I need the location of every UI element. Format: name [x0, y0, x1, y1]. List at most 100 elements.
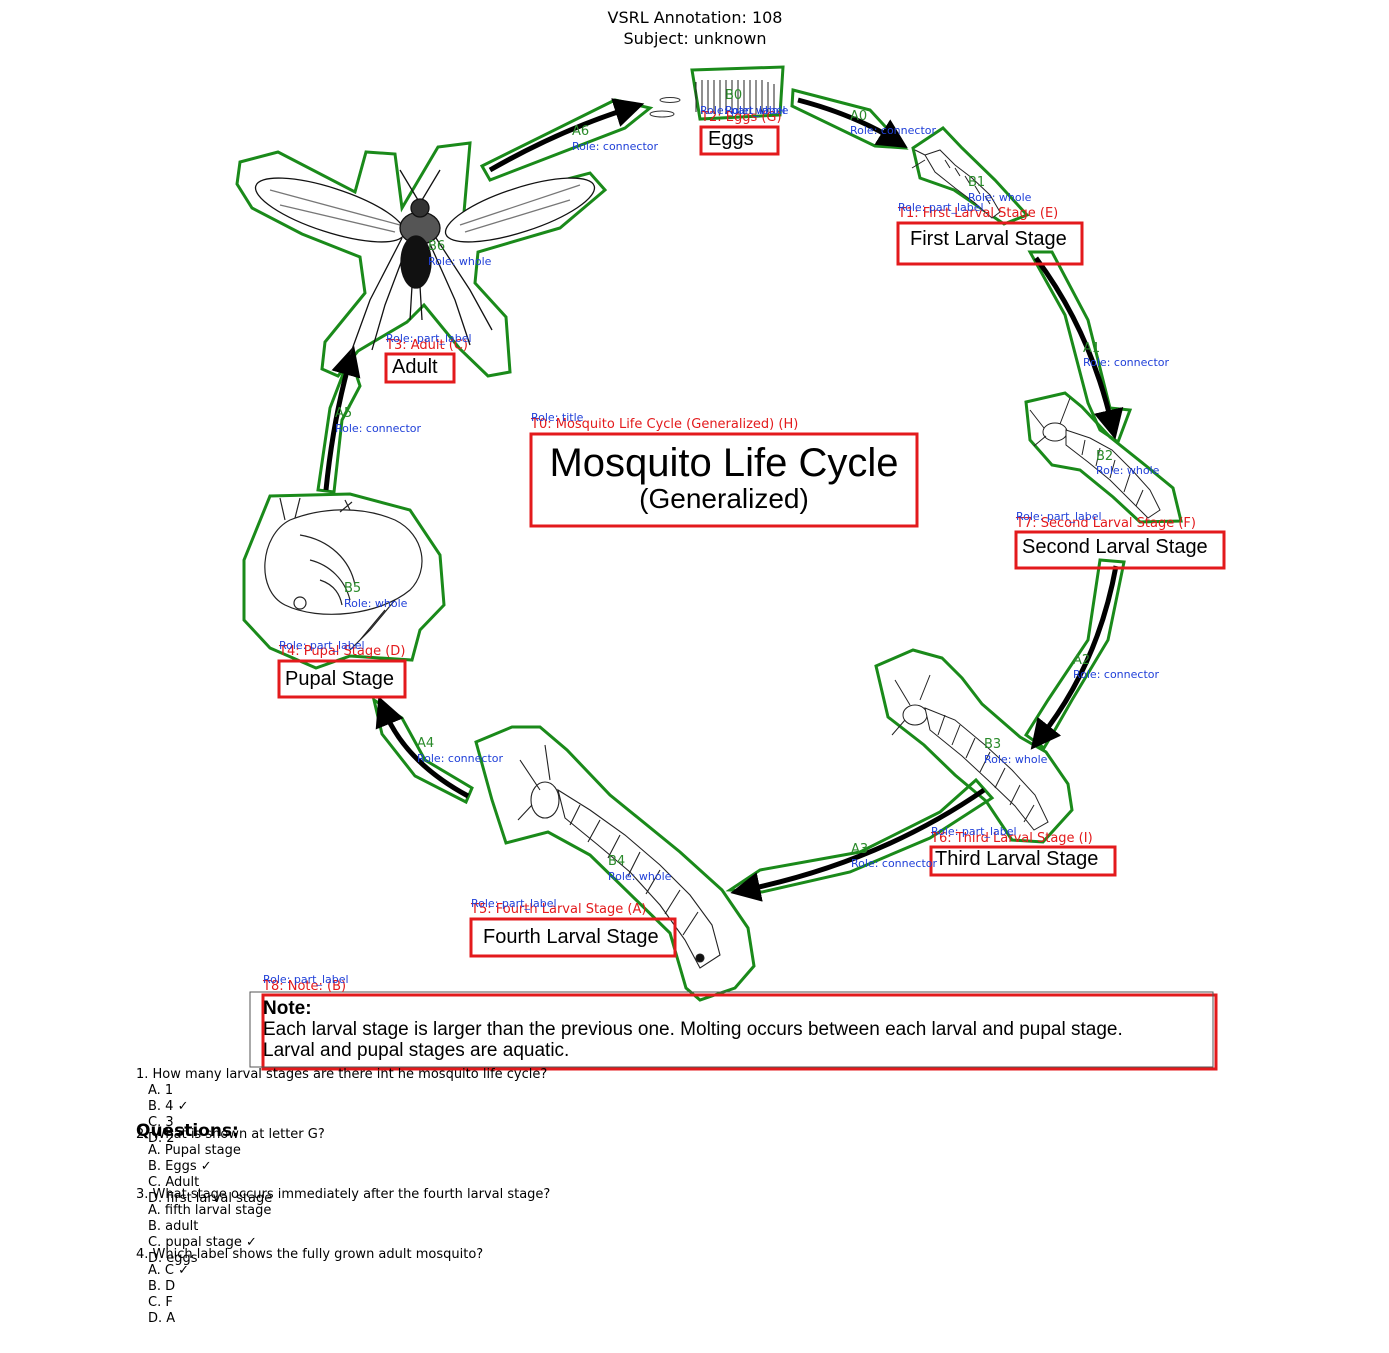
id-b6: B6: [428, 239, 446, 254]
question-2-option-b: B. Eggs ✓: [148, 1159, 212, 1174]
id-a2: A2: [1073, 653, 1091, 668]
arrow-a3: [730, 787, 986, 902]
note-heading: Note:: [263, 998, 312, 1019]
role-connector-a6: Role: connector: [572, 140, 659, 153]
arrow-a6: [488, 98, 645, 173]
question-2-option-d: D. first larval stage: [148, 1191, 273, 1206]
arrow-a5: [323, 345, 361, 491]
id-b2: B2: [1096, 449, 1114, 464]
first-larva-illustration: [911, 149, 1001, 219]
question-2-option-c: C. Adult: [148, 1175, 200, 1190]
adult-region-outline: [235, 141, 608, 378]
question-3: 3. What stage occurs immediately after t…: [136, 1187, 551, 1202]
question-3-option-d: D. eggs: [148, 1251, 198, 1266]
label-second-larval: Second Larval Stage: [1022, 536, 1208, 558]
diagram-title: Mosquito Life Cycle: [549, 441, 899, 485]
adult-box: [384, 352, 456, 384]
question-1-option-d: D. 2: [148, 1131, 175, 1146]
role-whole-b-adult: Role: whole: [428, 255, 492, 268]
id-b3: B3: [984, 737, 1002, 752]
title-box: [529, 432, 919, 528]
role-whole-b4: Role: whole: [608, 870, 672, 883]
question-3-option-b: B. adult: [148, 1219, 199, 1234]
pupal-box: [277, 659, 407, 699]
question-1-option-b: B. 4 ✓: [148, 1099, 189, 1114]
label-eggs: Eggs: [708, 128, 754, 150]
adult-mosquito-illustration: [254, 169, 596, 356]
first-larval-region-outline: [911, 126, 1030, 226]
id-b4: B4: [608, 854, 626, 869]
annotation-t1: T1: First Larval Stage (E): [898, 206, 1059, 221]
pupa-illustration: [264, 497, 423, 651]
role-connector-a0: Role: connector: [850, 124, 937, 137]
questions-heading: Questions:: [136, 1121, 239, 1141]
annotation-t0: T0: Mosquito Life Cycle (Generalized) (H…: [531, 417, 799, 432]
question-1-option-c: C. 3: [148, 1115, 174, 1130]
question-2: 2. What is shown at letter G?: [136, 1127, 325, 1142]
role-connector-a5: Role: connector: [335, 422, 422, 435]
arrow-a1: [1033, 256, 1124, 440]
third-larval-region-outline: [874, 648, 1074, 844]
second-larval-box: [1014, 530, 1226, 570]
question-4-option-a: A. C ✓: [148, 1263, 190, 1278]
role-whole-b3: Role: whole: [984, 753, 1048, 766]
id-a0: A0: [850, 109, 868, 124]
arrow-a5-outline: [316, 351, 362, 494]
question-3-option-a: A. fifth larval stage: [148, 1203, 272, 1218]
arrow-a2: [1030, 565, 1119, 750]
annotation-t7: T7: Second Larval Stage (F): [1016, 516, 1196, 531]
id-a4: A4: [417, 736, 435, 751]
question-4-option-d: D. A: [148, 1311, 176, 1326]
annotation-t3: T3: Adult (C): [386, 338, 468, 353]
role-part-label-t5: Role: part_label: [471, 897, 557, 910]
question-4-option-c: C. F: [148, 1295, 173, 1310]
fourth-larva-illustration: [517, 744, 721, 969]
arrow-a4-outline: [371, 696, 474, 805]
question-4: 4. Which label shows the fully grown adu…: [136, 1247, 484, 1262]
question-4-option-b: B. D: [148, 1279, 176, 1294]
role-part-label-t2: Role: part_label: [700, 104, 786, 117]
annotation-title: VSRL Annotation: 108: [607, 8, 783, 27]
second-larva-illustration: [1029, 397, 1161, 519]
arrow-a1-outline: [1027, 250, 1133, 445]
diagram-subtitle: (Generalized): [639, 483, 809, 514]
note-box: [261, 993, 1218, 1071]
id-a3: A3: [851, 842, 869, 857]
label-adult: Adult: [392, 356, 438, 378]
question-2-option-a: A. Pupal stage: [148, 1143, 241, 1158]
role-connector-a2: Role: connector: [1073, 668, 1160, 681]
label-pupal: Pupal Stage: [285, 668, 394, 690]
annotation-t5: T5: Fourth Larval Stage (A): [471, 902, 647, 917]
third-larva-illustration: [891, 674, 1049, 831]
id-a5: A5: [335, 406, 353, 421]
eggs-box: [699, 125, 780, 156]
id-a6: A6: [572, 124, 590, 139]
arrow-a0: [797, 97, 908, 148]
pupal-region-outline: [242, 492, 446, 670]
question-1-option-a: A. 1: [148, 1083, 174, 1098]
arrow-a4: [375, 696, 470, 799]
role-connector-a3: Role: connector: [851, 857, 938, 870]
eggs-region-outline: [690, 65, 785, 121]
subject-line: Subject: unknown: [623, 29, 767, 48]
note-frame: [249, 991, 1214, 1068]
egg-raft-illustration: [649, 80, 775, 118]
fourth-larval-box: [469, 917, 677, 958]
role-part-label-t4: Role: part_label: [279, 639, 365, 652]
fourth-larval-region-outline: [474, 725, 756, 1002]
role-connector-a1: Role: connector: [1083, 356, 1170, 369]
role-part-label-t8: Role: part_label: [263, 973, 349, 986]
role-whole-b2: Role: whole: [1096, 464, 1160, 477]
role-whole-b1: Role: whole: [968, 191, 1032, 204]
annotation-t8: T8: Note: (B): [263, 979, 347, 994]
label-fourth-larval: Fourth Larval Stage: [483, 926, 659, 948]
annotation-t6: T6: Third Larval Stage (I): [931, 831, 1093, 846]
second-larval-region-outline: [1024, 391, 1183, 524]
first-larval-box: [896, 221, 1084, 266]
role-whole-b6: Role: whole: [725, 104, 789, 117]
role-part-label-t7: Role: part_label: [1016, 510, 1102, 523]
annotation-t2: T2: Eggs (G): [701, 110, 782, 125]
note-line-2: Larval and pupal stages are aquatic.: [263, 1040, 570, 1061]
question-3-option-c: C. pupal stage ✓: [148, 1235, 257, 1250]
